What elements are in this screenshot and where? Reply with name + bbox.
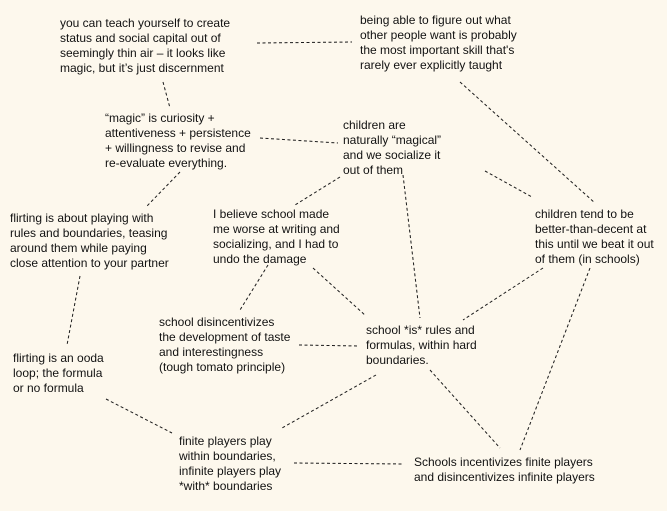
- edge-flirting-playing-to-flirting-ooda: [66, 275, 81, 346]
- edge-children-magical-to-school-worse: [294, 176, 341, 206]
- node-figure-out-wants: being able to figure out what other peop…: [360, 13, 517, 72]
- edge-magic-discernment-to-magic-definition: [162, 81, 171, 109]
- node-magic-definition: “magic” is curiosity + attentiveness + p…: [105, 111, 251, 170]
- edge-children-better-to-school-rules: [462, 267, 544, 321]
- edge-children-magical-to-children-better: [484, 170, 533, 198]
- edge-flirting-ooda-to-finite-infinite: [105, 398, 173, 434]
- node-school-rules: school *is* rules and formulas, within h…: [366, 323, 477, 367]
- edge-school-worse-to-school-rules: [312, 267, 367, 317]
- edge-children-better-to-schools-incentivize: [519, 267, 591, 451]
- node-school-worse: I believe school made me worse at writin…: [213, 207, 340, 266]
- edge-school-rules-to-finite-infinite: [281, 374, 377, 429]
- edge-magic-discernment-to-figure-out-wants: [256, 41, 353, 44]
- edge-school-disincentivizes-taste-to-school-rules: [298, 344, 359, 347]
- edge-children-magical-to-school-rules: [402, 174, 421, 319]
- node-flirting-playing: flirting is about playing with rules and…: [10, 211, 169, 270]
- edge-finite-infinite-to-schools-incentivize: [293, 462, 405, 465]
- edge-figure-out-wants-to-children-better: [459, 81, 596, 204]
- edge-magic-definition-to-flirting-playing: [146, 171, 181, 207]
- node-flirting-ooda: flirting is an ooda loop; the formula or…: [13, 351, 104, 395]
- edge-magic-definition-to-children-magical: [259, 137, 339, 144]
- edge-school-worse-to-school-disincentivizes-taste: [239, 264, 269, 311]
- node-schools-incentivize: Schools incentivizes finite players and …: [414, 455, 595, 484]
- node-finite-infinite: finite players play within boundaries, i…: [179, 434, 282, 493]
- edge-school-rules-to-schools-incentivize: [429, 369, 501, 449]
- node-school-disincentivizes-taste: school disincentivizes the development o…: [159, 315, 291, 374]
- node-children-better: children tend to be better-than-decent a…: [535, 207, 654, 266]
- node-magic-discernment: you can teach yourself to create status …: [60, 16, 231, 75]
- node-children-magical: children are naturally “magical” and we …: [343, 118, 442, 177]
